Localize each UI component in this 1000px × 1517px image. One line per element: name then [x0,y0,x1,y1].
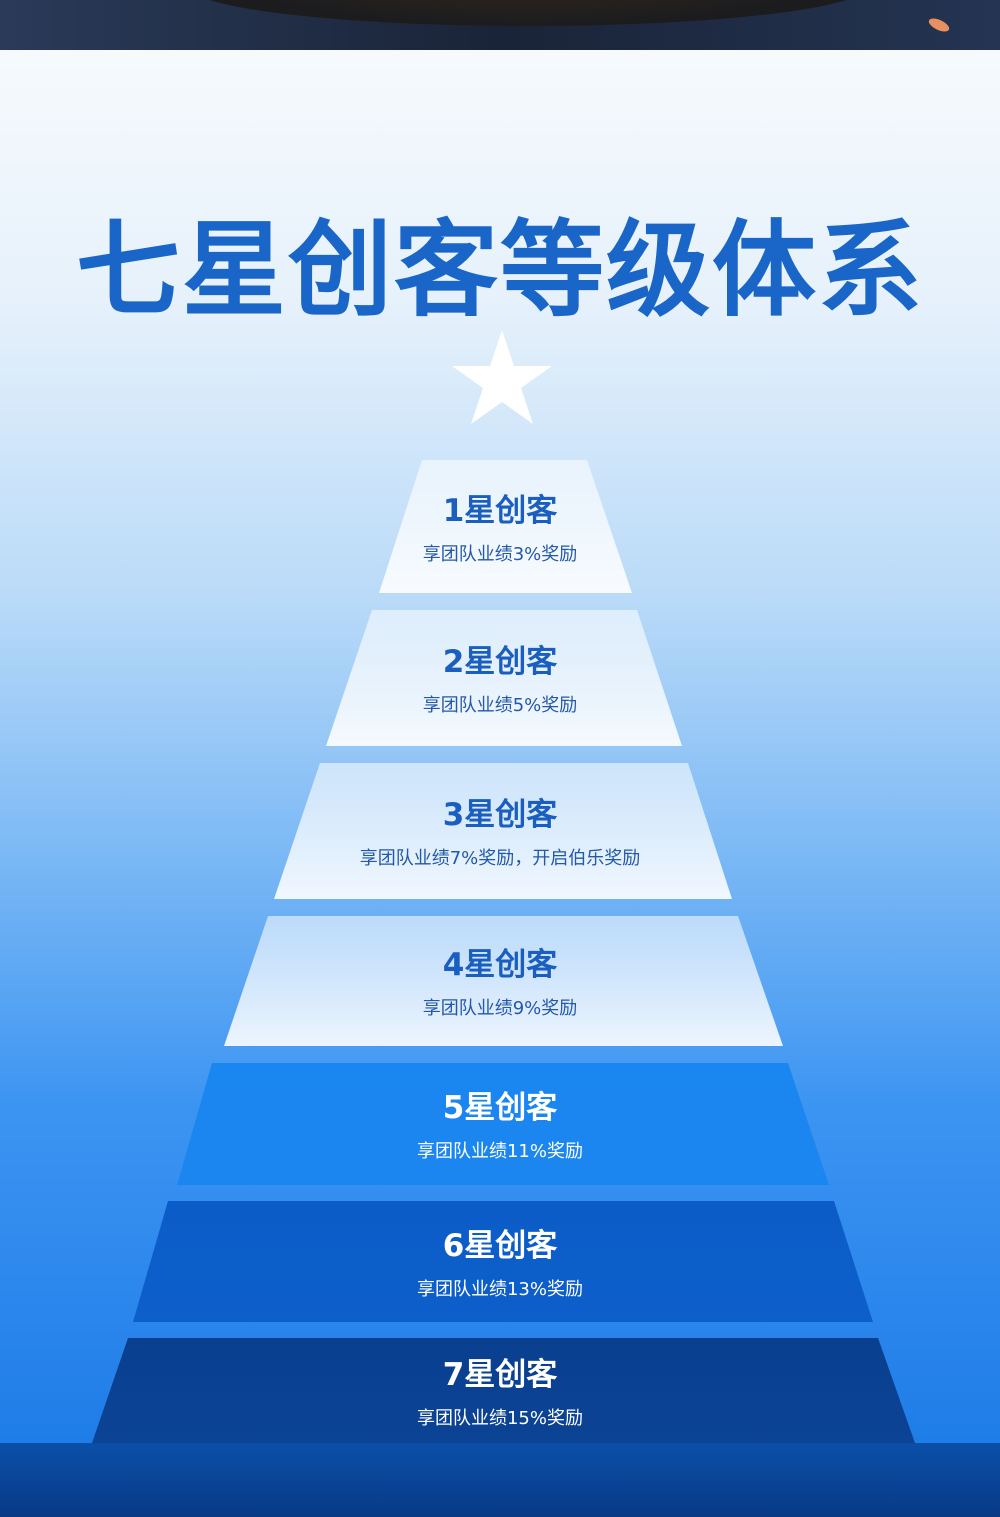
tier-5: 5星创客享团队业绩11%奖励 [0,1063,1000,1185]
tier-name: 5星创客 [442,1090,558,1126]
tier-reward: 享团队业绩3%奖励 [422,543,578,565]
top-banner-image [0,0,1000,50]
tier-name: 4星创客 [442,947,558,983]
tier-4: 4星创客享团队业绩9%奖励 [0,916,1000,1046]
tier-reward: 享团队业绩9%奖励 [422,998,578,1019]
floor [0,1443,1000,1517]
tier-name: 7星创客 [442,1356,558,1393]
tier-reward: 享团队业绩7%奖励，开启伯乐奖励 [359,848,641,869]
tier-reward: 享团队业绩5%奖励 [422,695,578,716]
page-title: 七星创客等级体系 [75,209,924,331]
tier-1: 1星创客享团队业绩3%奖励 [0,460,1000,593]
tier-name: 3星创客 [442,797,558,833]
tier-3: 3星创客享团队业绩7%奖励，开启伯乐奖励 [0,763,1000,899]
tier-7: 7星创客享团队业绩15%奖励 [0,1338,1000,1443]
tier-2: 2星创客享团队业绩5%奖励 [0,610,1000,746]
tier-reward: 享团队业绩15%奖励 [416,1407,583,1429]
star-icon [452,330,552,424]
tier-name: 6星创客 [442,1227,558,1264]
tier-name: 1星创客 [442,492,558,529]
tier-reward: 享团队业绩13%奖励 [416,1278,583,1300]
tier-name: 2星创客 [442,644,558,680]
tier-6: 6星创客享团队业绩13%奖励 [0,1201,1000,1322]
tier-reward: 享团队业绩11%奖励 [416,1141,583,1162]
